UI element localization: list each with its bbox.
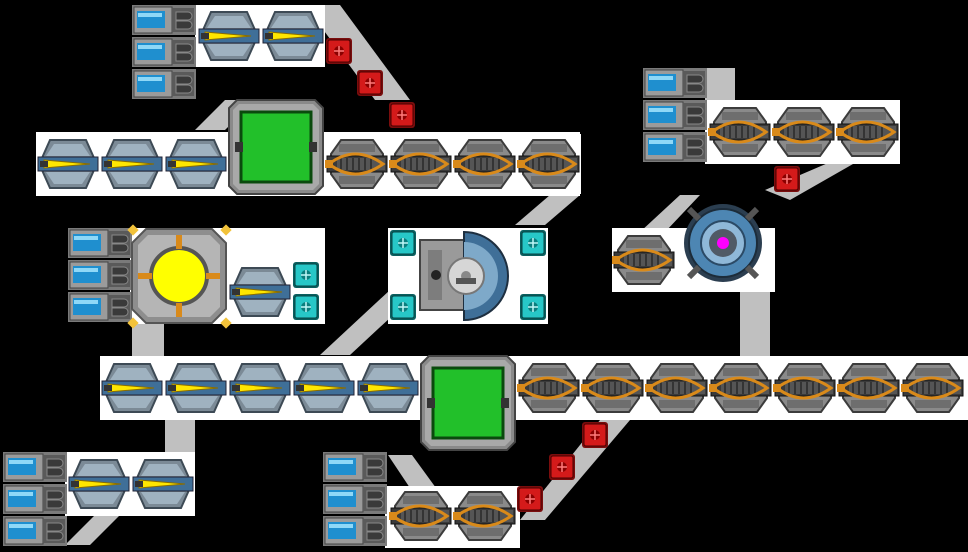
pipe-diag-top xyxy=(305,5,410,100)
battery-icon[interactable] xyxy=(2,483,68,515)
battery-icon[interactable] xyxy=(67,259,133,291)
battery-icon[interactable] xyxy=(2,451,68,483)
green-core-icon[interactable] xyxy=(419,354,517,452)
battery-icon[interactable] xyxy=(131,4,197,36)
battery-group-right xyxy=(642,67,708,163)
yellow-blade-module-icon[interactable] xyxy=(130,453,196,515)
battery-group-left xyxy=(67,227,133,323)
yellow-blade-module-icon[interactable] xyxy=(260,5,326,67)
yellow-blade-module-icon[interactable] xyxy=(163,133,229,195)
red-node-icon[interactable] xyxy=(548,453,576,481)
copper-coil-module-icon[interactable] xyxy=(899,356,967,420)
pipe-diag-right xyxy=(640,195,700,232)
teal-node-icon[interactable] xyxy=(389,293,417,321)
pipe-vert-lower xyxy=(165,418,195,453)
yellow-blade-module-icon[interactable] xyxy=(35,133,101,195)
teal-node-icon[interactable] xyxy=(389,229,417,257)
battery-group-bottom-mid xyxy=(322,451,388,547)
yellow-blade-module-icon[interactable] xyxy=(355,357,421,419)
copper-coil-module-icon[interactable] xyxy=(610,228,678,292)
yellow-blade-module-icon[interactable] xyxy=(291,357,357,419)
copper-coil-module-icon[interactable] xyxy=(323,132,391,196)
battery-group-bottom-left xyxy=(2,451,68,547)
copper-coil-module-icon[interactable] xyxy=(834,100,902,164)
copper-coil-module-icon[interactable] xyxy=(515,356,583,420)
turret-dome-icon[interactable] xyxy=(419,231,509,321)
red-node-icon[interactable] xyxy=(516,485,544,513)
red-node-icon[interactable] xyxy=(325,37,353,65)
battery-icon[interactable] xyxy=(322,483,388,515)
yellow-blade-module-icon[interactable] xyxy=(227,357,293,419)
yellow-blade-module-icon[interactable] xyxy=(163,357,229,419)
battery-icon[interactable] xyxy=(67,291,133,323)
battery-icon[interactable] xyxy=(2,515,68,547)
battery-icon[interactable] xyxy=(322,515,388,547)
battery-icon[interactable] xyxy=(642,99,708,131)
red-node-icon[interactable] xyxy=(388,101,416,129)
green-core-icon[interactable] xyxy=(227,98,325,196)
yellow-blade-module-icon[interactable] xyxy=(196,5,262,67)
copper-coil-module-icon[interactable] xyxy=(706,100,774,164)
pipe-diag-right-upper xyxy=(705,68,735,100)
battery-icon[interactable] xyxy=(67,227,133,259)
battery-group-top xyxy=(131,4,197,100)
copper-coil-module-icon[interactable] xyxy=(579,356,647,420)
pipe-diag-lower-left xyxy=(388,455,436,488)
pipe-diag-mid-right xyxy=(515,195,580,225)
copper-coil-module-icon[interactable] xyxy=(770,100,838,164)
yellow-blade-module-icon[interactable] xyxy=(99,133,165,195)
copper-coil-module-icon[interactable] xyxy=(835,356,903,420)
copper-coil-module-icon[interactable] xyxy=(707,356,775,420)
battery-icon[interactable] xyxy=(642,67,708,99)
copper-coil-module-icon[interactable] xyxy=(387,132,455,196)
red-node-icon[interactable] xyxy=(581,421,609,449)
red-node-icon[interactable] xyxy=(356,69,384,97)
yellow-blade-module-icon[interactable] xyxy=(66,453,132,515)
teal-node-icon[interactable] xyxy=(292,261,320,289)
pipe-vert-left xyxy=(132,322,164,357)
copper-coil-module-icon[interactable] xyxy=(387,484,455,548)
copper-coil-module-icon[interactable] xyxy=(771,356,839,420)
reactor-orb-icon[interactable] xyxy=(684,204,762,282)
battery-icon[interactable] xyxy=(131,36,197,68)
yellow-blade-module-icon[interactable] xyxy=(99,357,165,419)
copper-coil-module-icon[interactable] xyxy=(515,132,583,196)
copper-coil-module-icon[interactable] xyxy=(451,132,519,196)
teal-node-icon[interactable] xyxy=(519,293,547,321)
battery-icon[interactable] xyxy=(322,451,388,483)
teal-node-icon[interactable] xyxy=(519,229,547,257)
pipe-diag-bottom-left xyxy=(65,515,120,545)
red-node-icon[interactable] xyxy=(773,165,801,193)
copper-coil-module-icon[interactable] xyxy=(451,484,519,548)
battery-icon[interactable] xyxy=(642,131,708,163)
battery-icon[interactable] xyxy=(131,68,197,100)
copper-coil-module-icon[interactable] xyxy=(643,356,711,420)
yellow-blade-module-icon[interactable] xyxy=(227,261,293,323)
teal-node-icon[interactable] xyxy=(292,293,320,321)
pipe-vert-right xyxy=(740,290,770,358)
yellow-core-icon[interactable] xyxy=(125,222,234,331)
